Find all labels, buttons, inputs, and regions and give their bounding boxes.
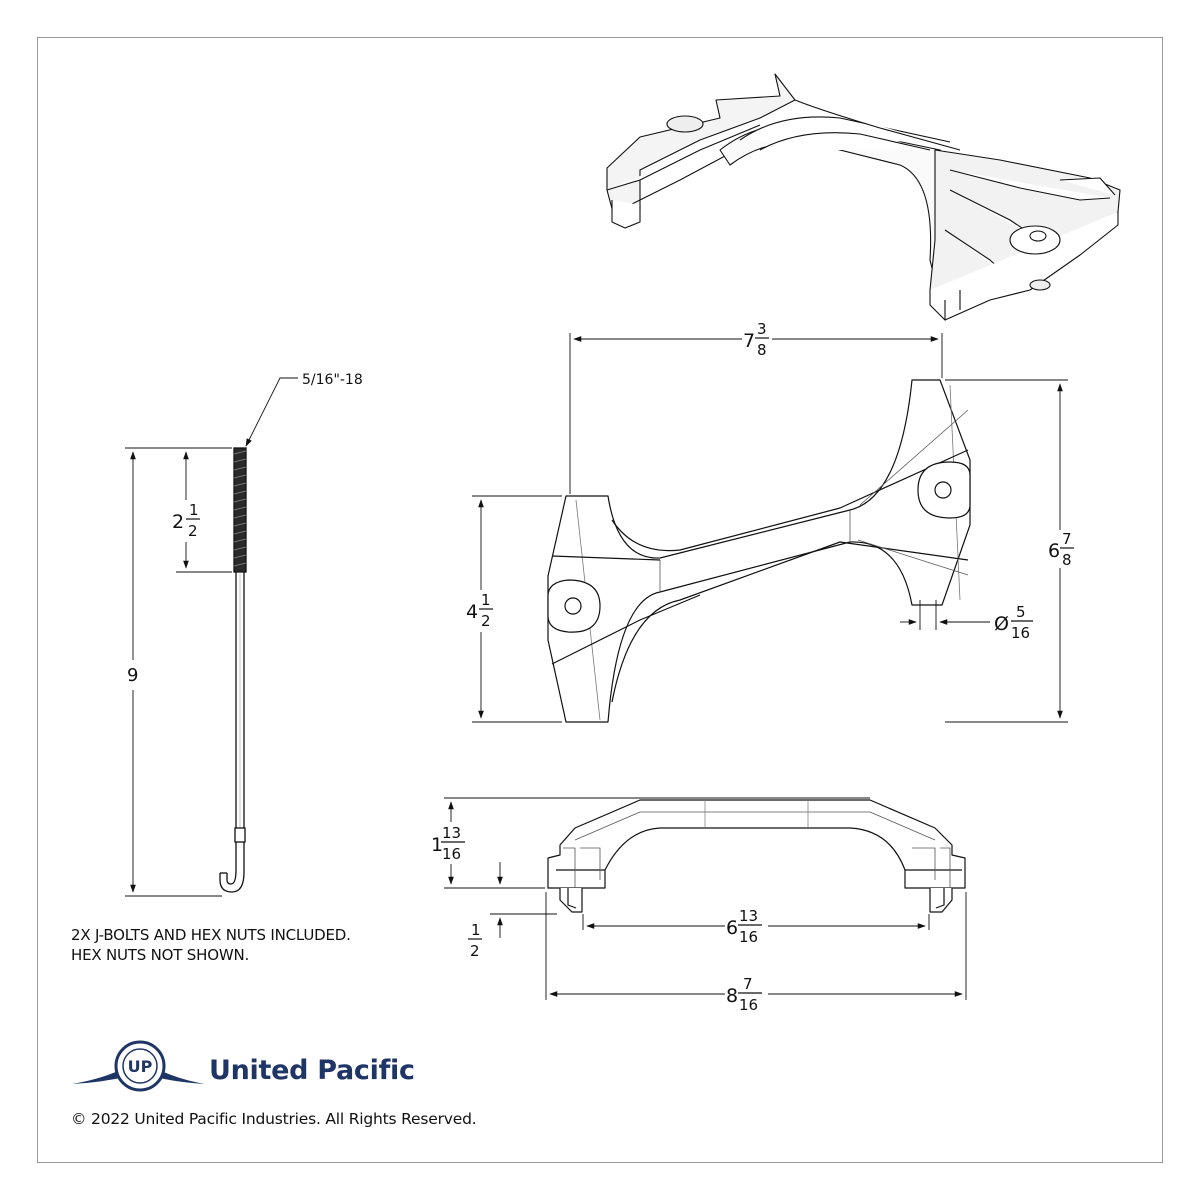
note-line-1: 2X J-BOLTS AND HEX NUTS INCLUDED. <box>71 926 351 944</box>
svg-text:6: 6 <box>726 917 738 939</box>
brand-name: United Pacific <box>209 1055 415 1086</box>
copyright-text: © 2022 United Pacific Industries. All Ri… <box>71 1110 477 1128</box>
isometric-view <box>606 73 1121 321</box>
jbolt-length-label: 9 <box>127 665 138 686</box>
side-view <box>547 799 966 913</box>
inner-width-label: 6 13 16 <box>726 907 762 946</box>
svg-text:1: 1 <box>481 591 491 609</box>
side-view-dimension-lines <box>444 797 967 1000</box>
svg-text:5: 5 <box>1016 603 1026 621</box>
included-parts-note: 2X J-BOLTS AND HEX NUTS INCLUDED. HEX NU… <box>71 925 351 965</box>
svg-text:2: 2 <box>188 522 198 540</box>
svg-text:2: 2 <box>481 612 491 630</box>
svg-text:Ø: Ø <box>994 613 1009 635</box>
top-view-dimension-lines <box>472 333 1068 723</box>
svg-text:7: 7 <box>1062 530 1072 548</box>
svg-text:13: 13 <box>739 907 758 925</box>
note-line-2: HEX NUTS NOT SHOWN. <box>71 946 250 964</box>
svg-text:13: 13 <box>442 824 461 842</box>
svg-text:8: 8 <box>1062 551 1072 569</box>
hole-diameter-label: Ø 5 16 <box>994 603 1033 642</box>
jbolt-dimension-lines <box>125 377 298 897</box>
svg-text:1: 1 <box>189 501 199 519</box>
right-height-label: 6 7 8 <box>1048 530 1074 569</box>
united-pacific-logo-icon: UP <box>72 1040 205 1092</box>
svg-text:7: 7 <box>743 330 755 352</box>
j-bolt <box>219 447 247 893</box>
svg-text:6: 6 <box>1048 540 1060 562</box>
side-height-label: 1 13 16 <box>431 824 465 863</box>
thread-length-label: 2 1 2 <box>172 501 200 540</box>
thread-label: 5/16"-18 <box>302 372 363 388</box>
overall-width-label: 8 7 16 <box>726 975 762 1014</box>
svg-text:2: 2 <box>172 511 184 533</box>
top-view <box>547 379 971 723</box>
svg-text:16: 16 <box>442 845 461 863</box>
svg-text:UP: UP <box>128 1057 153 1076</box>
svg-text:1: 1 <box>471 921 481 939</box>
svg-text:16: 16 <box>739 996 758 1014</box>
svg-text:1: 1 <box>431 834 443 856</box>
svg-text:2: 2 <box>470 942 480 960</box>
left-height-label: 4 1 2 <box>466 591 493 630</box>
svg-text:7: 7 <box>743 975 753 993</box>
drawing-frame <box>37 37 1163 1163</box>
svg-text:3: 3 <box>757 320 767 338</box>
svg-text:16: 16 <box>1011 624 1030 642</box>
svg-text:8: 8 <box>757 341 767 359</box>
foot-height-label: 1 2 <box>468 921 482 960</box>
top-width-label: 7 3 8 <box>743 320 769 359</box>
svg-text:16: 16 <box>739 928 758 946</box>
svg-text:4: 4 <box>466 601 478 623</box>
svg-text:8: 8 <box>726 985 738 1007</box>
